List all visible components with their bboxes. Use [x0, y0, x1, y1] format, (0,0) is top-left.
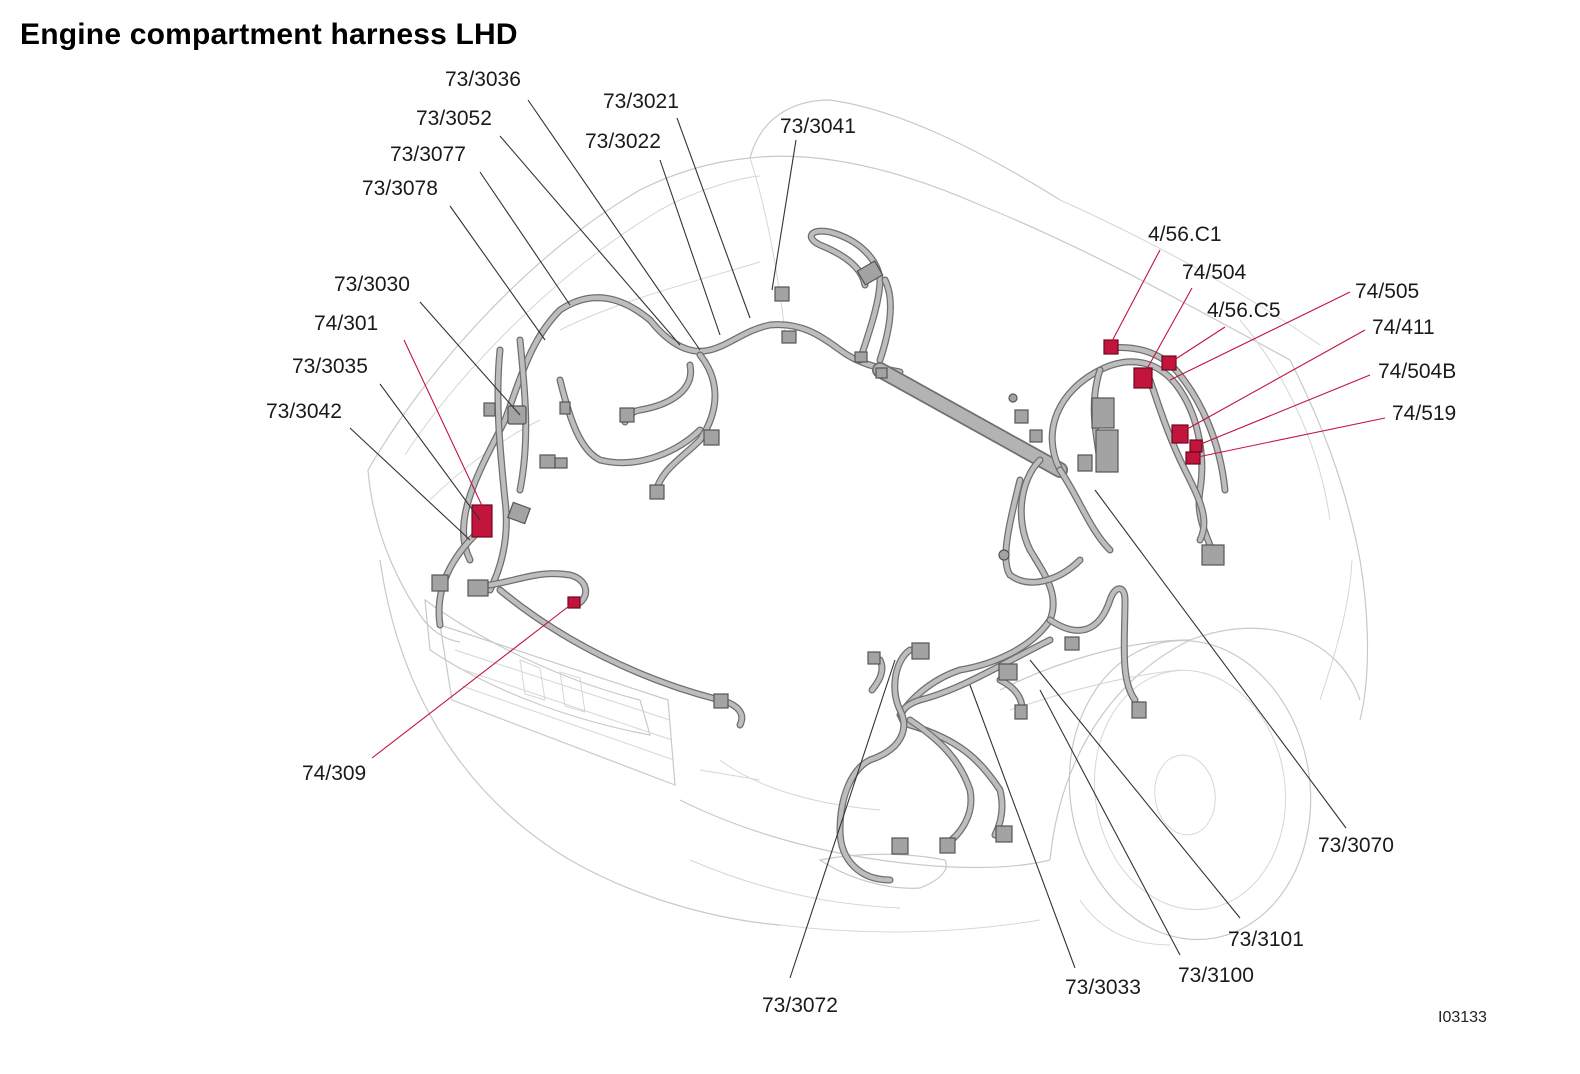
label-73-3078: 73/3078: [362, 177, 438, 200]
callout-labels: 73/3036 73/3052 73/3077 73/3078 73/3021 …: [266, 68, 1487, 1026]
label-73-3035: 73/3035: [292, 355, 368, 378]
label-74-309: 74/309: [302, 762, 366, 785]
label-4-56-c1: 4/56.C1: [1148, 223, 1222, 246]
label-73-3041: 73/3041: [780, 115, 856, 138]
label-73-3101: 73/3101: [1228, 928, 1304, 951]
label-74-519: 74/519: [1392, 402, 1456, 425]
car-outline: [367, 99, 1369, 946]
label-73-3052: 73/3052: [416, 107, 492, 130]
label-73-3030: 73/3030: [334, 273, 410, 296]
label-73-3070: 73/3070: [1318, 834, 1394, 857]
diagram-title: Engine compartment harness LHD: [20, 18, 518, 51]
label-73-3042: 73/3042: [266, 400, 342, 423]
label-74-504: 74/504: [1182, 261, 1247, 284]
label-74-504b: 74/504B: [1378, 360, 1456, 383]
label-73-3022: 73/3022: [585, 130, 661, 153]
label-73-3033: 73/3033: [1065, 976, 1141, 999]
label-73-3072: 73/3072: [762, 994, 838, 1017]
leader-lines: [349, 99, 1386, 979]
label-73-3036: 73/3036: [445, 68, 521, 91]
wire-harness: [435, 227, 1229, 884]
label-73-3100: 73/3100: [1178, 964, 1254, 987]
label-73-3021: 73/3021: [603, 90, 679, 113]
figure-code: I03133: [1438, 1009, 1487, 1026]
connectors: [431, 260, 1225, 855]
highlighted-connectors: [471, 339, 1203, 609]
label-4-56-c5: 4/56.C5: [1207, 299, 1281, 322]
label-74-301: 74/301: [314, 312, 378, 335]
label-74-411: 74/411: [1372, 316, 1435, 339]
label-74-505: 74/505: [1355, 280, 1419, 303]
label-73-3077: 73/3077: [390, 143, 466, 166]
